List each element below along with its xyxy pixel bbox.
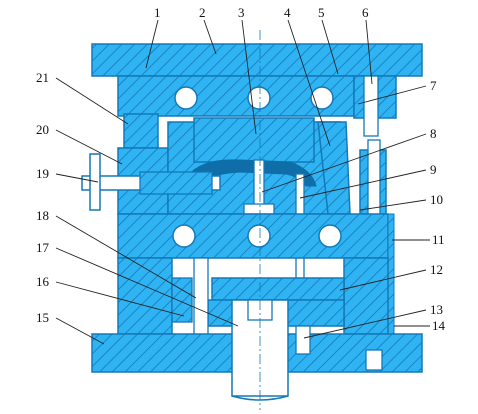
locating-block bbox=[123, 113, 159, 149]
center-pin-head bbox=[243, 203, 275, 215]
label-9: 9 bbox=[430, 162, 437, 177]
label-13: 13 bbox=[430, 302, 443, 317]
return-spring-block bbox=[171, 277, 193, 323]
label-1: 1 bbox=[154, 5, 161, 20]
guide-pillar-foot bbox=[365, 349, 383, 371]
core-insert bbox=[193, 117, 315, 163]
ejector-retainer-plate bbox=[211, 277, 345, 301]
label-4: 4 bbox=[284, 5, 291, 20]
top-clamp-plate bbox=[91, 43, 423, 77]
cooling-hole bbox=[172, 224, 196, 248]
label-5: 5 bbox=[318, 5, 325, 20]
cooling-hole bbox=[310, 86, 334, 110]
molded-part bbox=[185, 159, 317, 187]
label-10: 10 bbox=[430, 192, 443, 207]
label-6: 6 bbox=[362, 5, 369, 20]
label-15: 15 bbox=[36, 310, 49, 325]
cooling-hole bbox=[174, 86, 198, 110]
left-spacer-block bbox=[117, 257, 173, 335]
cooling-hole bbox=[247, 224, 271, 248]
label-16: 16 bbox=[36, 274, 50, 289]
right-spacer-block bbox=[343, 257, 389, 335]
label-12: 12 bbox=[430, 262, 443, 277]
label-18: 18 bbox=[36, 208, 49, 223]
stop-pin bbox=[295, 325, 311, 355]
label-17: 17 bbox=[36, 240, 50, 255]
leader-lines bbox=[55, 19, 430, 345]
label-11: 11 bbox=[432, 232, 445, 247]
side-pull-handle bbox=[89, 153, 101, 211]
rod-thread bbox=[139, 171, 213, 195]
label-20: 20 bbox=[36, 122, 49, 137]
label-7: 7 bbox=[430, 78, 437, 93]
label-21: 21 bbox=[36, 70, 49, 85]
label-19: 19 bbox=[36, 166, 49, 181]
cooling-hole bbox=[318, 224, 342, 248]
cooling-hole bbox=[247, 86, 271, 110]
label-3: 3 bbox=[238, 5, 245, 20]
label-8: 8 bbox=[430, 126, 437, 141]
center-pin bbox=[253, 159, 265, 211]
side-rail bbox=[387, 213, 395, 335]
label-2: 2 bbox=[199, 5, 206, 20]
label-14: 14 bbox=[432, 318, 446, 333]
guide-pin-slot bbox=[363, 75, 379, 137]
